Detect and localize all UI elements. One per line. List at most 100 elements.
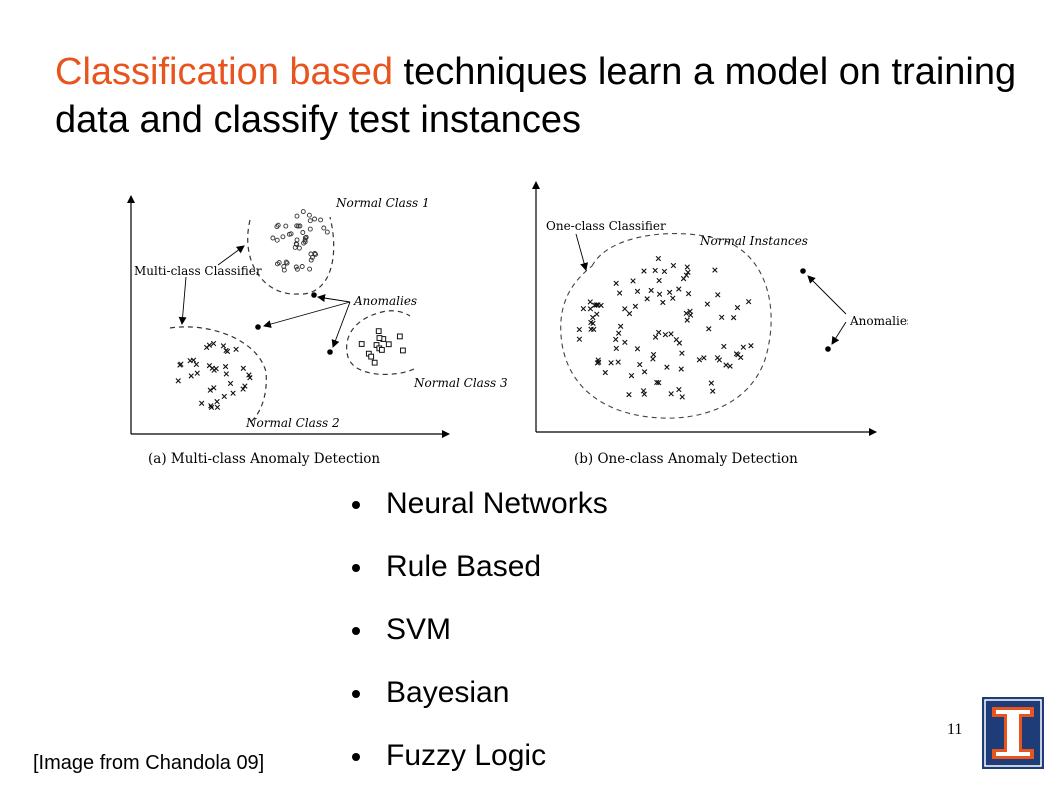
normal-point [208,403,214,409]
normal-point [615,330,622,336]
normal-point [295,223,301,229]
list-item-label: Neural Networks [386,487,608,520]
list-item-label: Rule Based [386,550,542,583]
normal-point [613,336,619,343]
title-highlight: Classification based [55,51,393,93]
normal-class-1-label: Normal Class 1 [335,196,430,210]
normal-point [208,404,215,411]
normal-point [198,400,205,406]
normal-point [283,223,289,229]
normal-point [714,355,721,361]
anomalies-arrow [807,275,847,315]
normal-point [590,314,596,321]
normal-point [595,357,601,363]
normal-point [297,223,303,229]
classifier-arrow [178,276,187,325]
list-item: Fuzzy Logic [352,730,608,793]
normal-point [312,216,318,222]
normal-point [211,385,217,391]
normal-point [376,335,383,341]
panel-b-oneclass: One-class Classifier Normal Instances An… [532,181,908,467]
normal-class-3-label: Normal Class 3 [413,376,508,390]
normal-point [670,295,676,301]
normal-point [280,234,286,240]
normal-point [687,312,694,318]
normal-point [634,288,641,295]
normal-point [207,387,213,393]
normal-point [576,326,583,333]
normal-point [220,343,227,349]
normal-point [302,239,308,245]
anomaly-point [327,349,333,355]
normal-point [628,372,635,379]
normal-point [587,299,593,305]
normal-point [648,287,654,294]
normal-point [175,378,181,384]
title-rest: techniques learn a model on training dat… [55,51,1017,141]
anomalies-arrow [263,301,351,328]
normal-point [385,341,392,348]
normal-point [634,346,641,352]
normal-point [654,379,660,386]
anomaly-detection-figure: Normal Class 1 Multi-class Classifier An… [127,181,908,467]
class3-boundary [346,310,415,376]
anomalies-label-a: Anomalies [353,294,417,308]
normal-point [683,310,689,317]
normal-point [745,299,752,305]
normal-point [321,225,327,231]
normal-point [593,302,600,308]
normal-point [275,261,280,267]
bullet-dot-icon [352,753,360,761]
anomalies-arrow [331,301,351,348]
anomalies-label-b: Anomalies [849,314,908,328]
normal-point [303,234,309,240]
normal-point [626,391,632,398]
technique-list: Neural Networks Rule Based SVM Bayesian … [352,478,608,793]
normal-point [214,404,221,411]
normal-point [293,264,299,270]
normal-point [685,291,692,297]
normal-point [637,361,643,368]
normal-point [727,363,733,369]
normal-point [368,353,375,360]
normal-point [307,226,313,232]
normal-point [676,386,682,393]
classifier-arrow [575,233,588,271]
normal-point [595,302,601,308]
normal-point [312,251,318,256]
normal-point [712,267,718,273]
normal-point [324,229,330,235]
anomaly-point [800,268,806,274]
normal-point [240,365,247,371]
normal-point [211,367,217,373]
normal-point [626,310,633,317]
normal-point [644,296,650,302]
normal-point [594,311,600,317]
list-item: Bayesian [352,667,608,730]
class1-boundary [247,216,335,295]
bullet-dot-icon [352,501,360,509]
normal-point [230,390,236,396]
normal-point [300,209,306,215]
normal-point [270,235,276,241]
class2-boundary [169,326,267,425]
normal-point [683,272,690,278]
normal-point [240,386,246,392]
list-item-label: Fuzzy Logic [386,739,547,772]
normal-point [302,237,308,243]
normal-point [233,346,239,352]
page-number: 11 [947,721,963,738]
normal-instances-points [576,255,754,400]
normal-point [664,364,670,370]
normal-point [602,369,608,376]
normal-point [306,212,312,218]
normal-point [723,362,729,368]
normal-point [193,361,200,368]
normal-point [224,348,231,355]
university-logo-icon [982,697,1044,769]
normal-point [206,362,213,369]
normal-point [294,266,300,272]
normal-point [622,339,628,345]
normal-point [656,277,662,284]
multiclass-classifier-label: Multi-class Classifier [134,264,262,278]
